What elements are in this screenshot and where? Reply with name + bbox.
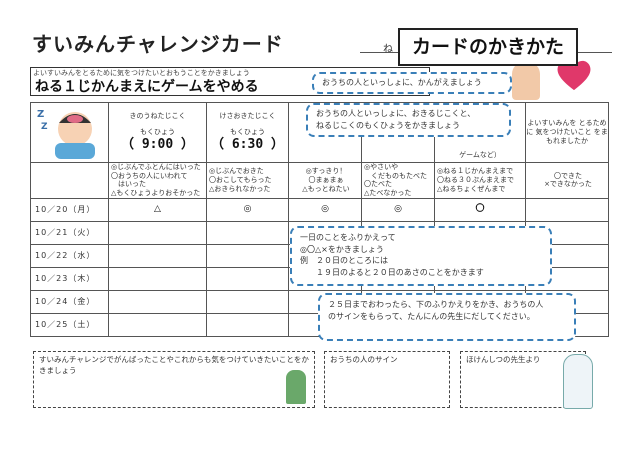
legend-line: ◎じぶんでおきた: [209, 167, 264, 176]
legend-line: 〇おこしてもらった: [209, 175, 272, 184]
mark-cell[interactable]: [206, 220, 289, 245]
nurse-comment-box[interactable]: ほけんしつの先生より: [460, 351, 593, 409]
goal-hint: よいすいみんをとるために気をつけたいとおもうことをかきましょう: [33, 69, 250, 77]
mark-cell[interactable]: [108, 312, 207, 337]
svg-text:Z: Z: [41, 122, 48, 132]
nurse-label: ほけんしつの先生より: [466, 355, 541, 364]
mark-cell[interactable]: [108, 289, 207, 314]
legend-line: △おきられなかった: [209, 184, 271, 193]
student-illustration: [286, 370, 306, 404]
legend-line: ◎ねる１じかんまえまで: [437, 167, 514, 176]
legend-line: △もくひょうよりおそかった: [111, 189, 201, 197]
bubble-text: おうちの人といっしょに、かんがえましょう: [322, 78, 482, 87]
mark-cell[interactable]: ◎: [361, 197, 435, 222]
legend-line: ◎すっきり！: [305, 167, 347, 176]
bubble-text: おうちの人といっしょに、おきるじこくと、: [316, 109, 476, 118]
legend-line: 〇ねる３０ぷんまえまで: [437, 175, 514, 184]
target-time-bubble: おうちの人といっしょに、おきるじこくと、ねるじこくのもくひょうをかきましょう: [306, 103, 511, 137]
mark-cell[interactable]: ◎: [288, 197, 362, 222]
mark-cell[interactable]: ◎: [206, 197, 289, 222]
legend-cell: ◎ねる１じかんまえまで〇ねる３０ぷんまえまで△ねるちょくぜんまで: [434, 161, 526, 199]
parent-illustration: [512, 62, 540, 100]
parent-sign-box[interactable]: おうちの人のサイン: [324, 351, 450, 408]
legend-line: △ねるちょくぜんまで: [437, 184, 506, 193]
bubble-text: １９日のよると２０日のあさのことをかきます: [300, 267, 484, 277]
finish-bubble: ２５日までおわったら、下のふりかえりをかき、おうちの人のサインをもらって、たんに…: [318, 293, 576, 341]
bubble-text: ◎〇△×をかきましょう: [300, 244, 384, 254]
mark-cell[interactable]: [206, 243, 289, 268]
legend-line: くだものもたべた: [364, 171, 427, 180]
reflect-bubble: 一日のことをふりかえって ◎〇△×をかきましょう例 ２０日のところには １９日のよ…: [290, 226, 552, 286]
date-cell: 10／20（月）: [30, 197, 109, 222]
svg-text:Z: Z: [37, 109, 44, 120]
date-cell: 10／22（水）: [30, 243, 109, 268]
legend-line: 〇まぁまぁ: [308, 175, 344, 184]
bubble-text: 例 ２０日のところには: [300, 256, 388, 266]
column-title: けさおきたじこく: [219, 111, 276, 120]
legend-line: △たべなかった: [364, 189, 412, 197]
mark-cell[interactable]: △: [108, 197, 207, 222]
column-title: きのうねたじこく: [129, 111, 186, 120]
parent-sign-label: おうちの人のサイン: [330, 355, 398, 364]
card-title: すいみんチャレンジカード: [32, 32, 284, 56]
howto-heading: カードのかきかた: [398, 28, 578, 66]
bubble-text: 一日のことをふりかえって: [300, 233, 396, 242]
legend-line: ◎やさいや: [364, 162, 399, 171]
date-cell: 10／21（火）: [30, 220, 109, 245]
mark-cell[interactable]: [525, 197, 609, 222]
mark-cell[interactable]: [206, 312, 289, 337]
legend-line: 〇たべた: [364, 180, 392, 189]
reflection-box[interactable]: すいみんチャレンジでがんばったことやこれからも気をつけていきたいことをかきましょ…: [33, 351, 315, 408]
legend-line: 〇おうちの人にいわれて: [111, 171, 188, 180]
bubble-text: ねるじこくのもくひょうをかきましょう: [316, 120, 460, 130]
legend-cell: ◎やさいや くだものもたべた〇たべた△たべなかった: [361, 161, 435, 199]
mark-cell[interactable]: 〇: [434, 197, 526, 222]
date-cell: 10／24（金）: [30, 289, 109, 314]
column-header: よいすいみんを とるために 気をつけたいこと をまもれましたか: [525, 102, 609, 163]
mark-cell[interactable]: [108, 266, 207, 291]
legend-cell: ◎じぶんでおきた〇おこしてもらった△おきられなかった: [206, 161, 289, 199]
date-cell: 10／25（土）: [30, 312, 109, 337]
mark-cell[interactable]: [206, 289, 289, 314]
think-together-bubble: おうちの人といっしょに、かんがえましょう: [312, 72, 512, 94]
mark-cell[interactable]: [206, 266, 289, 291]
sleeping-boy-illustration: ZZ: [37, 109, 95, 159]
reflection-prompt: すいみんチャレンジでがんばったことやこれからも気をつけていきたいことをかきましょ…: [39, 355, 309, 375]
goal-text[interactable]: ねる１じかんまえにゲームをやめる: [35, 79, 259, 95]
date-cell: 10／23（木）: [30, 266, 109, 291]
legend-cell: ◎すっきり！〇まぁまぁ△もっとねたい: [288, 161, 362, 199]
name-label: ね: [383, 44, 393, 55]
bubble-text: ２５日までおわったら、下のふりかえりをかき、おうちの人: [328, 300, 544, 309]
table-row: 10／20（月）△◎◎◎〇: [30, 197, 609, 222]
column-header: きのうねたじこくもくひょう（ 9:00 ）: [108, 102, 207, 163]
legend-cell: 〇できた×できなかった: [525, 161, 609, 199]
legend-line: ×できなかった: [544, 180, 592, 189]
mark-cell[interactable]: [108, 243, 207, 268]
column-title: ゲームなど）: [459, 151, 501, 159]
column-header: けさおきたじこくもくひょう（ 6:30 ）: [206, 102, 289, 163]
doctor-illustration: [563, 354, 593, 409]
bubble-text: のサインをもらって、たんにんの先生にだしてください。: [328, 311, 535, 321]
target-label: もくひょう: [230, 128, 265, 137]
legend-line: 〇できた: [554, 171, 582, 180]
mark-cell[interactable]: [108, 220, 207, 245]
target-time[interactable]: （ 9:00 ）: [121, 137, 194, 152]
legend-line: はいった: [111, 180, 146, 189]
legend-cell: ◎じぶんでふとんにはいった〇おうちの人にいわれて はいった△もくひょうよりおそか…: [108, 161, 207, 199]
heart-icon: [557, 60, 591, 91]
target-label: もくひょう: [140, 128, 175, 137]
legend-line: ◎じぶんでふとんにはいった: [111, 162, 201, 171]
legend-line: △もっとねたい: [302, 184, 350, 193]
column-title: よいすいみんを とるために 気をつけたいこと をまもれましたか: [526, 119, 608, 145]
target-time[interactable]: （ 6:30 ）: [211, 137, 284, 152]
